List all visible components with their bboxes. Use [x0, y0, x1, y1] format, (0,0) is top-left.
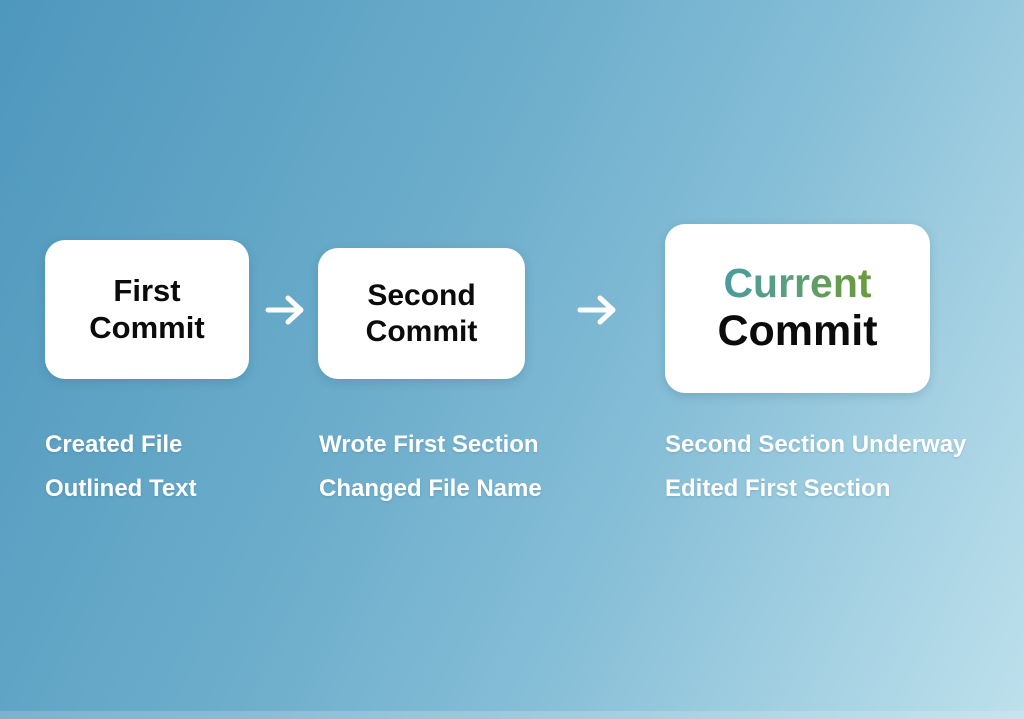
- commit-card-second[interactable]: Second Commit: [318, 248, 525, 379]
- commit-card-second-title-line-1: Second: [367, 279, 476, 313]
- commit-card-current[interactable]: Current Commit: [665, 224, 930, 393]
- commit-card-first-title-line-1: First: [113, 273, 181, 309]
- caption-line: Second Section Underway: [665, 431, 967, 458]
- caption-line: Edited First Section: [665, 474, 891, 502]
- caption-line: Created File: [45, 431, 183, 458]
- commit-card-current-title-line-2: Commit: [717, 307, 878, 356]
- bottom-edge-band: [0, 711, 1024, 719]
- arrow-right-icon: [576, 290, 622, 330]
- commit-captions-first: Created File Outlined Text: [45, 423, 197, 510]
- commit-card-current-title-line-1: Current: [723, 260, 872, 307]
- caption-line: Changed File Name: [319, 474, 542, 502]
- caption-line: Wrote First Section: [319, 431, 539, 458]
- arrow-right-icon: [264, 290, 310, 330]
- commit-card-first[interactable]: First Commit: [45, 240, 249, 379]
- commit-captions-current: Second Section Underway Edited First Sec…: [665, 423, 966, 510]
- commit-captions-second: Wrote First Section Changed File Name: [319, 423, 542, 510]
- commit-card-second-title-line-2: Commit: [365, 314, 478, 348]
- commit-card-first-title-line-2: Commit: [89, 309, 205, 345]
- caption-line: Outlined Text: [45, 474, 197, 502]
